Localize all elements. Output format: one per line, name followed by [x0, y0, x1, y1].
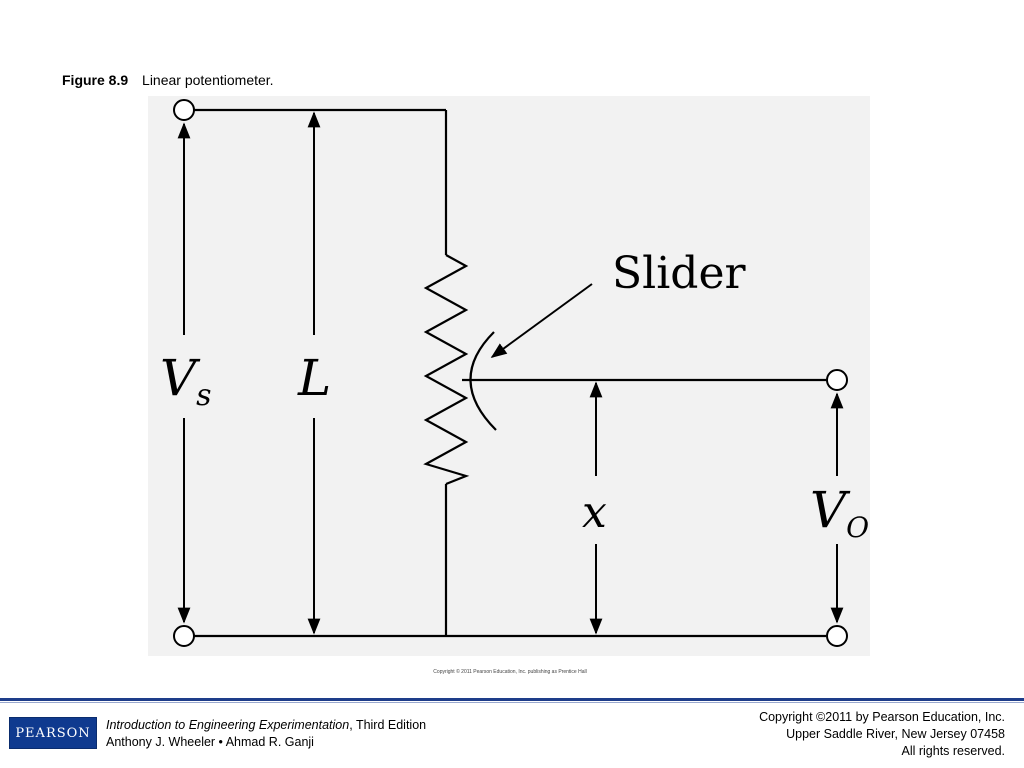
figure-caption: Figure 8.9 Linear potentiometer. — [62, 72, 274, 88]
position-label: x — [582, 487, 607, 538]
copyright-line-1: Copyright ©2011 by Pearson Education, In… — [759, 710, 1005, 724]
book-info: Introduction to Engineering Experimentat… — [106, 717, 426, 751]
vs-label-sub: s — [196, 378, 211, 413]
vs-label-main: V — [160, 349, 201, 407]
copyright-line-3: All rights reserved. — [901, 744, 1005, 758]
slider-pointer-arrow — [490, 283, 593, 358]
vo-label-sub: O — [846, 511, 869, 544]
book-title: Introduction to Engineering Experimentat… — [106, 718, 350, 732]
logo-text: PEARSON — [15, 725, 91, 741]
figure-panel — [148, 96, 870, 656]
vs-label: Vs — [160, 349, 212, 413]
terminal-top-left — [173, 99, 195, 121]
pearson-logo: PEARSON — [9, 717, 97, 749]
footer-rule — [0, 698, 1024, 701]
vo-label: VO — [810, 481, 869, 544]
figure-number: Figure 8.9 — [62, 72, 129, 88]
resistor — [423, 254, 470, 486]
terminal-output — [826, 369, 848, 391]
footer-rule-thin — [0, 702, 1024, 703]
book-authors: Anthony J. Wheeler • Ahmad R. Ganji — [106, 735, 314, 749]
figure-title: Linear potentiometer. — [142, 72, 274, 88]
terminal-bottom-right — [826, 625, 848, 647]
terminal-bottom-left — [173, 625, 195, 647]
copyright-line-2: Upper Saddle River, New Jersey 07458 — [786, 727, 1005, 741]
figure-copyright-small: Copyright © 2011 Pearson Education, Inc.… — [433, 669, 587, 675]
length-label: L — [297, 349, 331, 407]
book-title-line: Introduction to Engineering Experimentat… — [106, 717, 426, 734]
copyright-notice: Copyright ©2011 by Pearson Education, In… — [759, 709, 1005, 760]
vo-label-main: V — [810, 481, 851, 539]
slider-label: Slider — [612, 248, 746, 299]
book-edition: , Third Edition — [349, 718, 427, 732]
